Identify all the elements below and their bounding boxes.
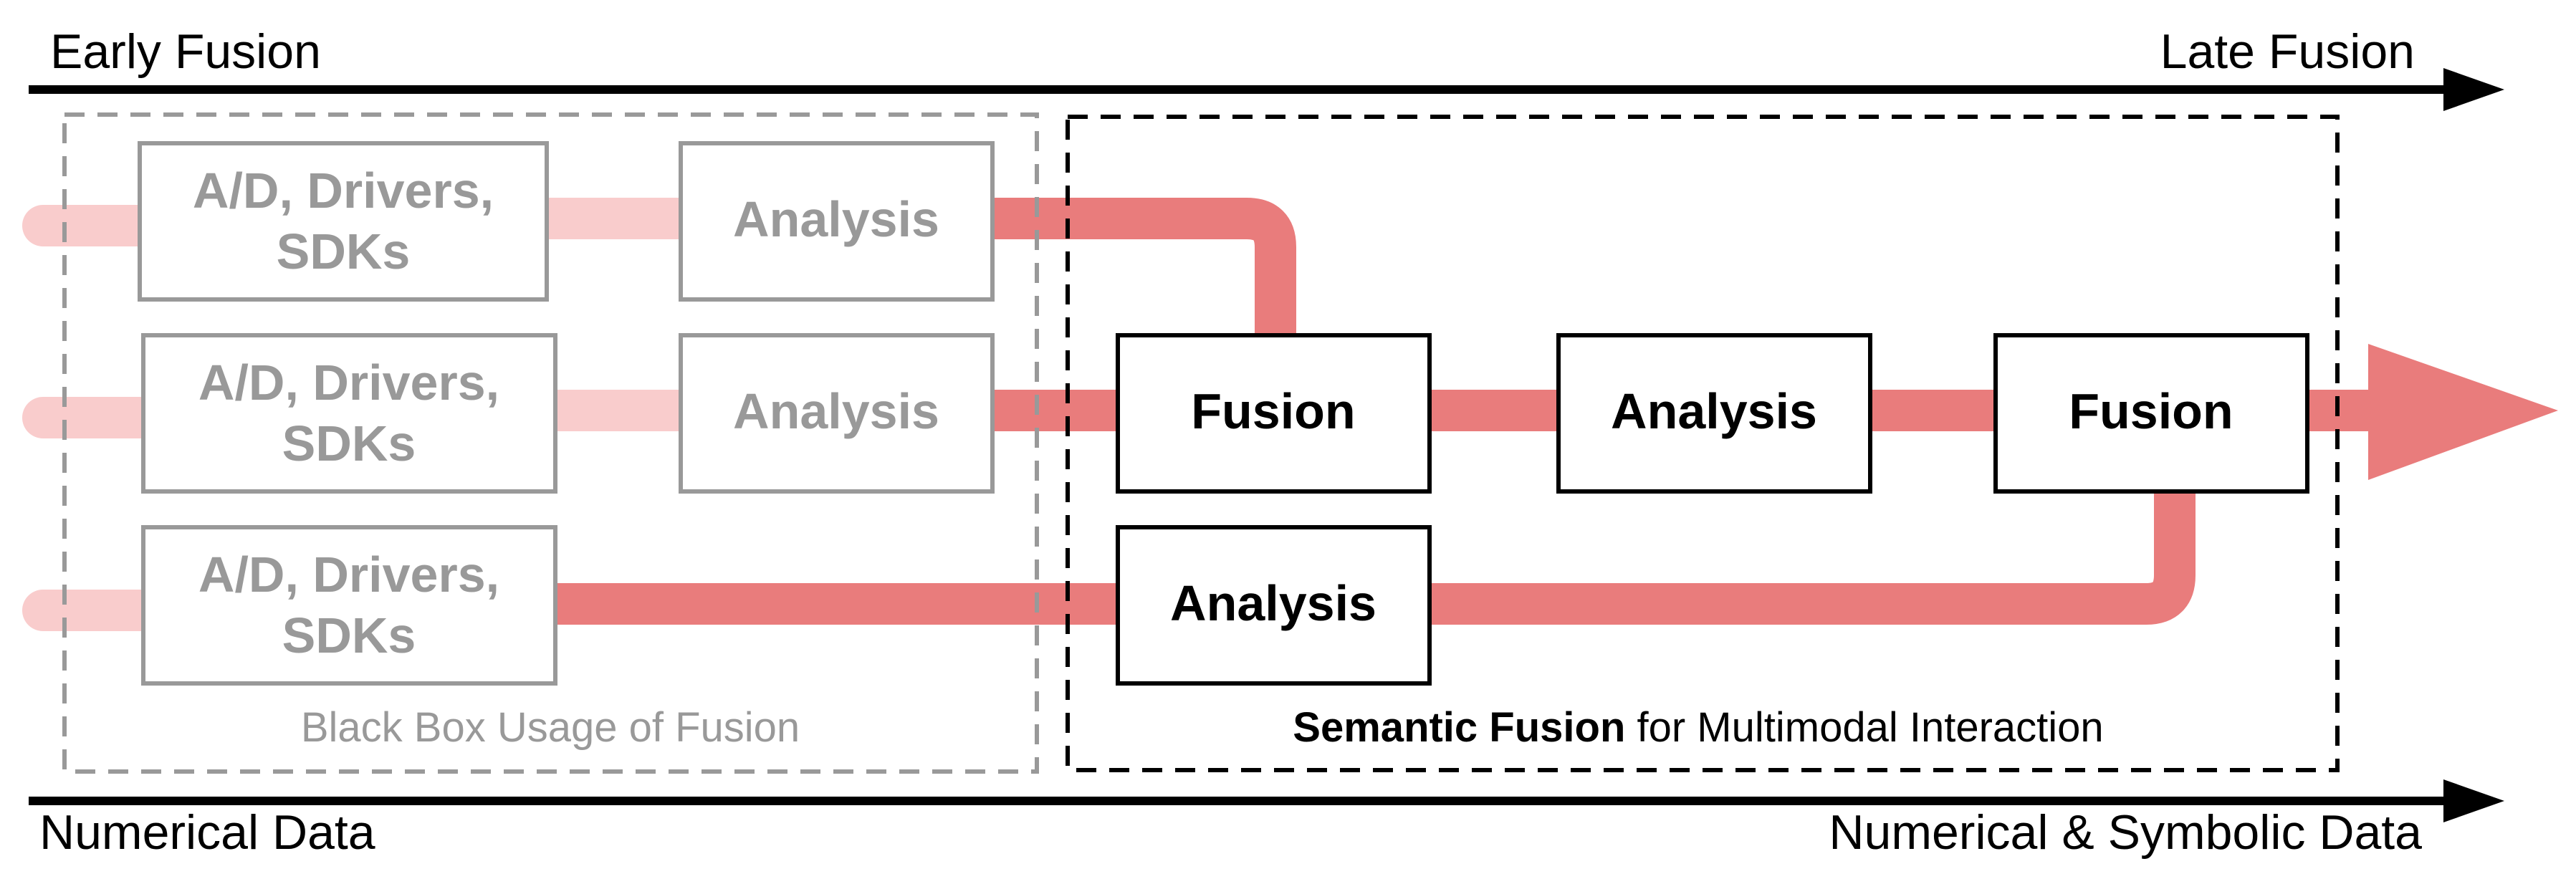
semantic-fusion-caption-bold: Semantic Fusion xyxy=(1293,704,1625,751)
numerical-data-label: Numerical Data xyxy=(39,805,375,860)
bottom-axis-arrowhead xyxy=(2443,779,2504,822)
drivers-box-3-line2: SDKs xyxy=(282,607,416,663)
analysis-box-bottom xyxy=(1116,525,1432,686)
analysis-box-2 xyxy=(679,333,995,494)
fusion-box-2 xyxy=(1993,333,2309,494)
top-axis-arrowhead xyxy=(2443,68,2504,111)
fusion-box-2-label: Fusion xyxy=(2069,383,2233,439)
black-box-border xyxy=(62,112,1039,774)
drivers-box-1-line2: SDKs xyxy=(277,224,411,279)
drivers-box-2 xyxy=(141,333,557,494)
semantic-fusion-caption-rest: for Multimodal Interaction xyxy=(1625,704,2103,751)
analysis-box-mid-label: Analysis xyxy=(1611,383,1817,439)
analysis-box-1-label: Analysis xyxy=(733,191,939,247)
black-box-caption: Black Box Usage of Fusion xyxy=(301,704,800,751)
bottom-axis: Numerical Data Numerical & Symbolic Data xyxy=(29,779,2504,860)
drivers-box-1 xyxy=(138,141,549,302)
drivers-box-2-line1: A/D, Drivers, xyxy=(198,355,499,410)
data-pipes xyxy=(22,198,2558,631)
top-axis: Early Fusion Late Fusion xyxy=(29,24,2504,111)
pipe-analysis1-fusion1 xyxy=(992,198,1296,337)
drivers-box-2-line2: SDKs xyxy=(282,416,416,471)
numerical-symbolic-data-label: Numerical & Symbolic Data xyxy=(1829,805,2422,860)
early-fusion-label: Early Fusion xyxy=(50,24,321,79)
drivers-box-1-line1: A/D, Drivers, xyxy=(193,163,494,218)
fusion-box-1 xyxy=(1116,333,1432,494)
semantic-fusion-region: Fusion Analysis Fusion Analysis Semantic… xyxy=(1066,115,2340,772)
drivers-box-3 xyxy=(141,525,557,686)
late-fusion-label: Late Fusion xyxy=(2160,24,2415,79)
output-arrowhead xyxy=(2368,344,2558,480)
analysis-box-mid xyxy=(1556,333,1872,494)
semantic-fusion-border xyxy=(1066,115,2340,772)
black-box-region: A/D, Drivers, SDKs A/D, Drivers, SDKs A/… xyxy=(62,112,1039,774)
analysis-box-2-label: Analysis xyxy=(733,383,939,439)
fusion-box-1-label: Fusion xyxy=(1191,383,1355,439)
analysis-box-1 xyxy=(679,141,995,302)
pipe-analysis3-fusion2 xyxy=(1430,487,2196,625)
semantic-fusion-caption: Semantic Fusion for Multimodal Interacti… xyxy=(1293,704,2103,751)
analysis-box-bottom-label: Analysis xyxy=(1170,575,1376,631)
drivers-box-3-line1: A/D, Drivers, xyxy=(198,547,499,602)
